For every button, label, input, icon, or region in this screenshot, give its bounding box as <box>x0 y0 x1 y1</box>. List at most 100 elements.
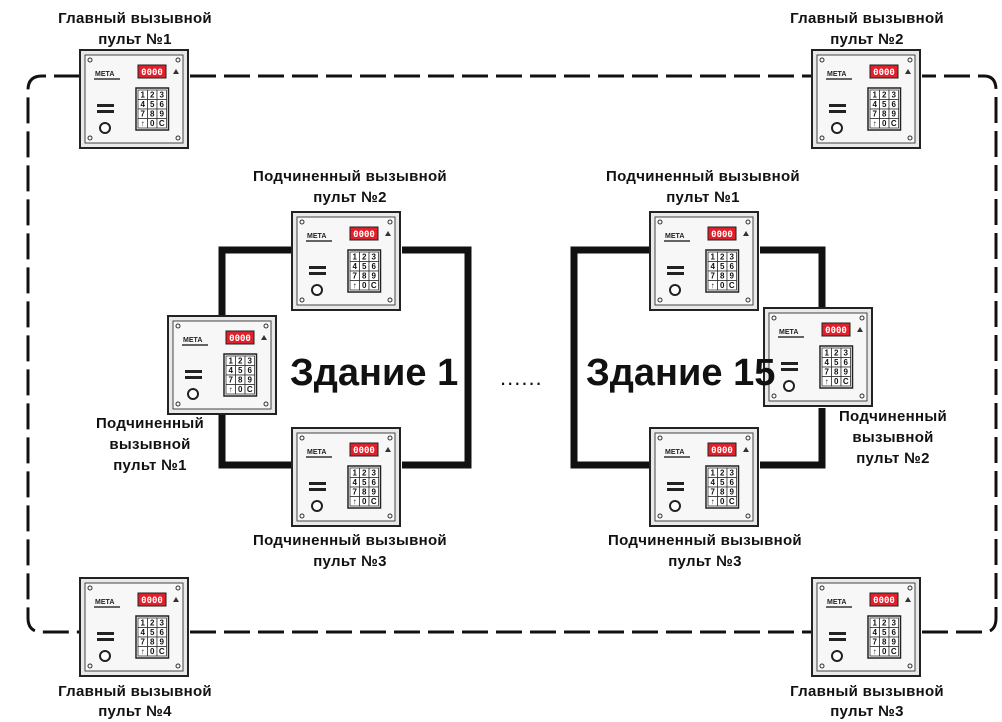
indicator-icon <box>857 327 863 332</box>
camera-icon <box>783 380 795 392</box>
keypad-key-label: 9 <box>160 638 165 647</box>
reader-slot <box>667 482 684 485</box>
reader-slot <box>667 272 684 275</box>
screw-icon <box>657 435 663 441</box>
device-display-text: 0000 <box>353 230 375 240</box>
camera-icon <box>669 284 681 296</box>
keypad-key-label: 7 <box>229 376 234 385</box>
keypad-key-label: 2 <box>834 349 839 358</box>
keypad-key-label: 5 <box>150 100 155 109</box>
keypad-key-label: 8 <box>882 110 887 119</box>
keypad-key-label: 1 <box>353 253 358 262</box>
keypad-key-label: 4 <box>825 358 830 367</box>
keypad-key-label: C <box>891 647 897 656</box>
reader-slot <box>97 104 114 107</box>
label-line: вызывной <box>109 436 190 453</box>
camera-icon <box>669 500 681 512</box>
device-display <box>349 226 379 241</box>
camera-icon <box>311 284 323 296</box>
reader-slot <box>185 376 202 379</box>
keypad-key-label: C <box>247 385 253 394</box>
keypad-key <box>368 280 379 291</box>
camera-icon <box>99 650 111 662</box>
keypad-key-label: 6 <box>892 100 897 109</box>
keypad-key-label: 0 <box>238 385 243 394</box>
device-display-text: 0000 <box>141 596 163 606</box>
keypad-key-label: 1 <box>141 619 146 628</box>
device-display-text: 0000 <box>873 596 895 606</box>
b15-sub-panel-2-label: Подчиненный вызывной пульт №2 <box>839 408 947 467</box>
screw-icon <box>745 435 751 441</box>
keypad-key <box>368 496 379 507</box>
keypad-key-label: 0 <box>882 647 887 656</box>
screw-icon <box>745 513 751 519</box>
keypad-key-label: 2 <box>882 619 887 628</box>
screw-icon <box>175 663 181 669</box>
keypad-key-label: 0 <box>362 497 367 506</box>
keypad-key-label: C <box>159 119 165 128</box>
camera-icon <box>311 500 323 512</box>
keypad-key-label: 3 <box>892 619 897 628</box>
keypad-key-label: ↑ <box>825 377 829 386</box>
indicator-icon <box>743 231 749 236</box>
device-logo: МЕТА <box>307 449 326 456</box>
keypad-key-label: 3 <box>248 357 253 366</box>
screw-icon <box>299 297 305 303</box>
keypad-key-label: 0 <box>882 119 887 128</box>
keypad-key-label: 5 <box>834 358 839 367</box>
keypad-key-label: C <box>729 497 735 506</box>
device-display-text: 0000 <box>229 334 251 344</box>
keypad-key-label: 3 <box>730 253 735 262</box>
label-line: пульт №1 <box>98 31 172 48</box>
screw-icon <box>907 585 913 591</box>
keypad-key-label: 6 <box>844 358 849 367</box>
keypad-key-label: 4 <box>711 262 716 271</box>
b1-sub-panel-2-label: Подчиненный вызывной пульт №2 <box>253 168 447 206</box>
keypad-key-label: 4 <box>873 100 878 109</box>
keypad-key-label: 5 <box>362 262 367 271</box>
keypad-key-label: 0 <box>720 497 725 506</box>
device-logo: МЕТА <box>95 71 114 78</box>
keypad-key-label: 6 <box>372 262 377 271</box>
keypad-key-label: 2 <box>238 357 243 366</box>
building-15-bus-line <box>570 246 826 469</box>
keypad-key <box>156 646 167 657</box>
keypad-key-label: 4 <box>353 262 358 271</box>
keypad-key-label: 8 <box>362 272 367 281</box>
b1-sub-panel-3-label: Подчиненный вызывной пульт №3 <box>253 532 447 570</box>
device-display <box>707 226 737 241</box>
label-line: пульт №2 <box>313 189 387 206</box>
reader-slot <box>309 482 326 485</box>
keypad-key-label: 6 <box>892 628 897 637</box>
label-line: Главный вызывной <box>790 10 944 27</box>
keypad-key-label: 0 <box>362 281 367 290</box>
building-1-bus-line <box>218 246 472 469</box>
keypad-key <box>840 376 851 387</box>
screw-icon <box>175 323 181 329</box>
keypad-key-label: ↑ <box>711 497 715 506</box>
indicator-icon <box>385 231 391 236</box>
device-logo: МЕТА <box>665 233 684 240</box>
keypad-key-label: 7 <box>873 110 878 119</box>
keypad-key-label: ↑ <box>873 119 877 128</box>
ellipsis-text: ...... <box>500 365 543 390</box>
device-logo: МЕТА <box>827 71 846 78</box>
main-panel-2-label: Главный вызывной пульт №2 <box>790 10 944 48</box>
screw-icon <box>387 297 393 303</box>
screw-icon <box>771 393 777 399</box>
device-display <box>821 322 851 337</box>
keypad-key-label: 9 <box>160 110 165 119</box>
label-line: Главный вызывной <box>790 683 944 700</box>
keypad-key-label: 4 <box>353 478 358 487</box>
keypad-key-label: 9 <box>844 368 849 377</box>
keypad-key <box>726 280 737 291</box>
keypad-key-label: 1 <box>711 253 716 262</box>
keypad-key-label: 5 <box>720 478 725 487</box>
label-line: пульт №3 <box>668 553 742 570</box>
indicator-icon <box>743 447 749 452</box>
keypad-key-label: 3 <box>844 349 849 358</box>
